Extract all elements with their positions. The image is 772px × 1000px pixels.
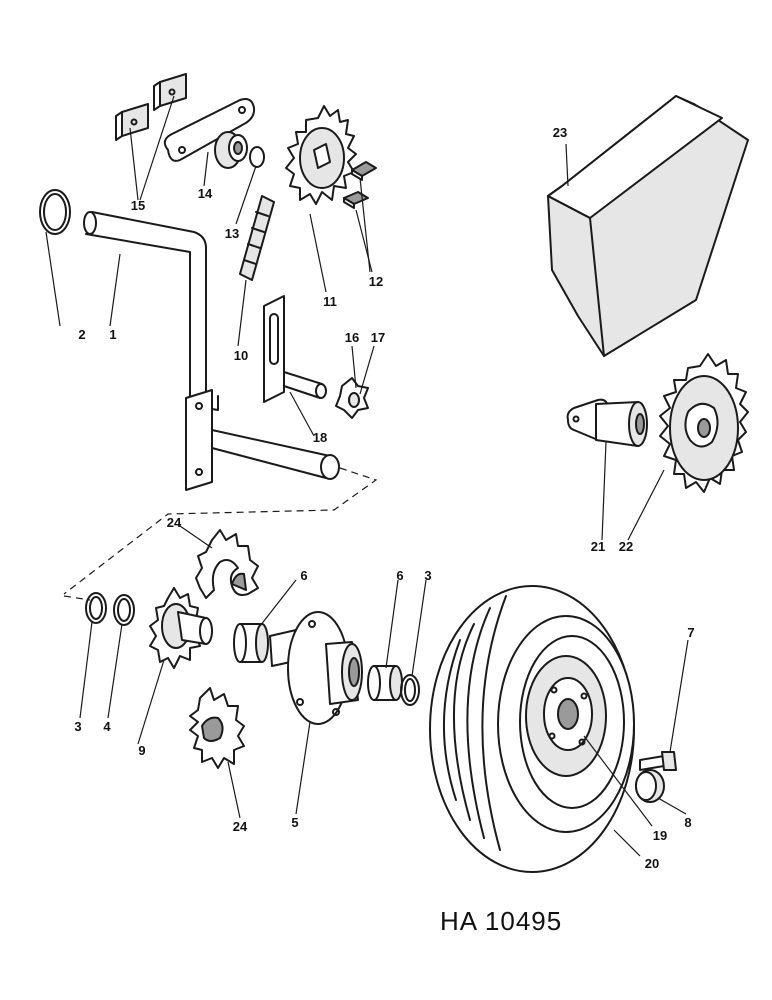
callout-3-left: 3 <box>74 719 81 734</box>
callout-4: 4 <box>103 719 111 734</box>
callout-23: 23 <box>553 125 567 140</box>
callout-15: 15 <box>131 198 145 213</box>
part-half-sprocket-upper <box>195 529 259 599</box>
part-bushing-right <box>367 665 403 701</box>
callout-3-right: 3 <box>424 568 431 583</box>
part-bushing-left <box>233 623 269 663</box>
callout-7: 7 <box>687 625 694 640</box>
part-small-sprocket <box>149 587 213 669</box>
callout-2: 2 <box>78 327 85 342</box>
part-ring-right <box>400 674 420 706</box>
callout-5: 5 <box>291 815 298 830</box>
part-spacer-blocks <box>115 73 187 141</box>
callout-11: 11 <box>323 294 337 309</box>
callout-16: 16 <box>345 330 359 345</box>
part-small-ring <box>249 146 265 168</box>
callout-13: 13 <box>225 226 239 241</box>
callout-6-right: 6 <box>396 568 403 583</box>
part-slotted-bracket <box>263 295 327 403</box>
callout-1: 1 <box>109 327 116 342</box>
callout-18: 18 <box>313 430 327 445</box>
callout-9: 9 <box>138 743 145 758</box>
callout-24-lower: 24 <box>233 819 248 834</box>
callout-10: 10 <box>234 348 248 363</box>
leader-lines <box>45 95 689 857</box>
part-hub-cap <box>635 769 665 803</box>
part-shaft-arm <box>83 211 340 491</box>
part-lug-bolt <box>639 751 677 771</box>
part-half-sprocket-lower <box>189 687 245 769</box>
callout-19: 19 <box>653 828 667 843</box>
part-drive-sprocket <box>285 105 357 205</box>
callout-14: 14 <box>198 186 213 201</box>
part-shield <box>547 95 749 357</box>
callout-21: 21 <box>591 539 605 554</box>
part-rings-left <box>85 592 135 626</box>
callout-6-left: 6 <box>300 568 307 583</box>
callout-12: 12 <box>369 274 383 289</box>
part-chain-segment <box>239 195 275 281</box>
callout-20: 20 <box>645 856 659 871</box>
callout-labels: 15 14 13 11 12 2 1 10 16 17 18 23 21 22 … <box>74 125 694 871</box>
part-bearing-hub <box>566 398 648 447</box>
callout-24-upper: 24 <box>167 515 182 530</box>
part-hub <box>269 611 363 725</box>
assembly-line-lower <box>63 595 91 601</box>
drawing-reference-code: HA 10495 <box>440 906 563 936</box>
part-star-knob <box>335 377 369 419</box>
callout-17: 17 <box>371 330 385 345</box>
assembly-line-upper <box>63 467 378 595</box>
callout-22: 22 <box>619 539 633 554</box>
part-wheel-rim <box>525 655 607 777</box>
part-snap-ring <box>39 189 71 235</box>
part-large-sprocket <box>659 353 749 493</box>
callout-8: 8 <box>684 815 691 830</box>
part-bearing-flange <box>163 98 256 169</box>
